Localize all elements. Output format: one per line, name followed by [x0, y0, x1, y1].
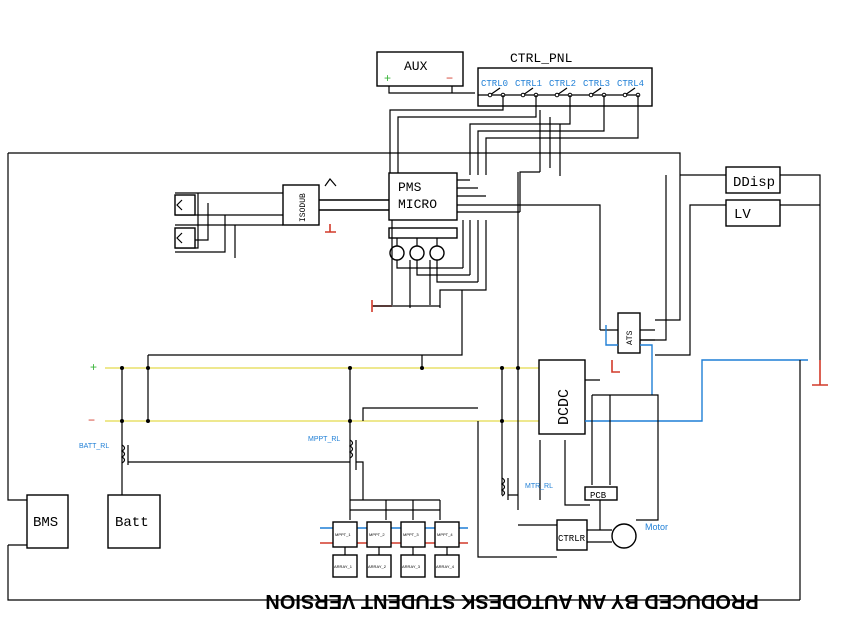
mppt-3-label: MPPT_3 — [403, 532, 419, 537]
isodub-connectors — [174, 192, 283, 258]
ddisp-box: DDisp — [725, 166, 781, 194]
pms-sensors — [371, 220, 487, 312]
student-version-watermark: PRODUCED BY AN AUTODESK STUDENT VERSION — [265, 590, 758, 612]
pms-label-2: MICRO — [398, 197, 437, 212]
ctrl-switch-0-label: CTRL0 — [481, 79, 508, 89]
aux-minus: − — [446, 71, 453, 85]
frame-left-wire — [7, 153, 27, 501]
frame-bottom-wire — [7, 544, 800, 601]
signal-wire-right — [585, 359, 808, 422]
pms-label-1: PMS — [398, 180, 422, 195]
mppt-1-label: MPPT_1 — [335, 532, 351, 537]
bms-box: BMS — [26, 494, 69, 549]
lv-box: LV — [725, 199, 781, 227]
batt-relay-label: BATT_RL — [79, 443, 109, 450]
pms-micro: PMS MICRO — [388, 172, 458, 221]
aux-plus: + — [384, 71, 391, 85]
ddisp-label: DDisp — [733, 175, 775, 191]
dcdc-label: DCDC — [556, 389, 573, 425]
bus-plus-label: + — [90, 360, 97, 374]
ctrlr-box: CTRLR — [556, 519, 588, 551]
ats-label: ATS — [626, 330, 635, 345]
ctrl-bundle — [389, 95, 639, 175]
array-2-label: ARRAY_2 — [368, 564, 387, 569]
mppt-relay-label: MPPT_RL — [308, 436, 340, 443]
mppt-4-label: MPPT_4 — [437, 532, 453, 537]
isodub: ISODUB — [282, 178, 337, 233]
ctrl-panel: CTRL_PNL CTRL0 CTRL1 CTRL2 CTRL3 CTRL4 — [477, 51, 653, 107]
array-3-label: ARRAY_3 — [402, 564, 421, 569]
batt-box: Batt — [107, 494, 161, 549]
bus-minus-label: − — [88, 413, 95, 427]
mppt-array-cluster: MPPT_1 MPPT_2 MPPT_3 MPPT_4 ARRAY_1 ARRA… — [320, 499, 468, 578]
pcb-label: PCB — [590, 491, 607, 501]
frame-wire — [8, 152, 681, 175]
mtr-relay-label: MTR_RL — [525, 483, 553, 490]
batt-relay: BATT_RL — [79, 443, 350, 465]
dcdc-box: DCDC — [538, 359, 586, 435]
ctrl-switch-3-label: CTRL3 — [583, 79, 610, 89]
mtr-relay: MTR_RL — [500, 477, 553, 500]
pcb-box: PCB — [584, 486, 618, 501]
bms-label: BMS — [33, 515, 58, 531]
ctrlr-label: CTRLR — [558, 534, 586, 544]
batt-label: Batt — [115, 515, 149, 531]
aux-box: AUX + − — [376, 51, 464, 87]
ctrl-panel-label: CTRL_PNL — [510, 51, 572, 66]
array-4-label: ARRAY_4 — [436, 564, 455, 569]
ats-box: ATS — [617, 312, 641, 354]
mppt-relay: MPPT_RL — [308, 407, 478, 500]
ctrl-switch-4-label: CTRL4 — [617, 79, 644, 89]
isodub-label: ISODUB — [299, 193, 308, 222]
ctrl-switch-2-label: CTRL2 — [549, 79, 576, 89]
motor-label: Motor — [645, 522, 668, 532]
aux-label: AUX — [404, 59, 428, 74]
mppt-2-label: MPPT_2 — [369, 532, 385, 537]
array-1-label: ARRAY_1 — [334, 564, 353, 569]
motor-symbol: Motor — [611, 522, 668, 549]
ctrl-switch-1-label: CTRL1 — [515, 79, 542, 89]
aux-wire — [388, 86, 475, 94]
lv-label: LV — [734, 207, 751, 223]
